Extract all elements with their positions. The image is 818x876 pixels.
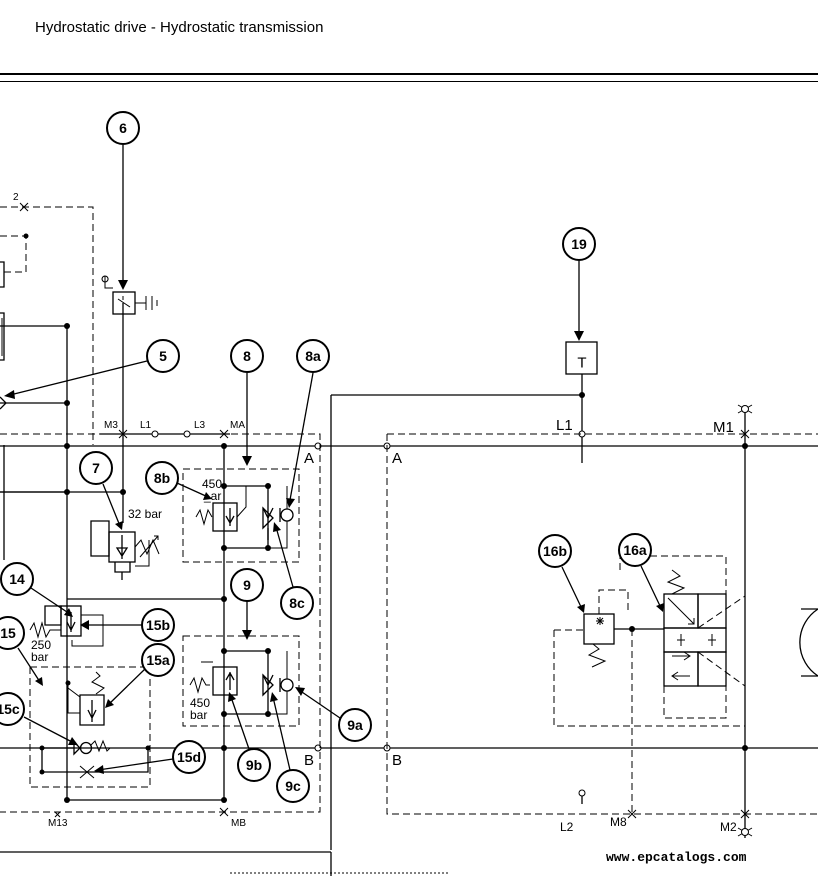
callout-8b: 8b	[145, 461, 212, 500]
valve-9-block	[182, 635, 300, 727]
valve-7-relief	[90, 520, 160, 580]
port-b-right-label: B	[392, 752, 402, 769]
port-m3-label: M3	[104, 420, 118, 431]
callout-14: 14	[0, 562, 73, 617]
callout-9b: 9b	[228, 692, 271, 782]
callout-9-label: 9	[243, 577, 251, 593]
header-rule-thick	[0, 73, 818, 75]
callout-16a-label: 16a	[623, 542, 647, 558]
valve-16a	[619, 555, 746, 719]
top-ports	[19, 202, 230, 439]
pressure-450-top-unit: _ar	[203, 489, 221, 503]
callout-9c-label: 9c	[285, 778, 301, 794]
callout-5: 5	[4, 339, 180, 399]
tank-t-label: T	[577, 355, 586, 372]
left-cutoff-circuit	[0, 206, 94, 560]
callout-8c-label: 8c	[289, 595, 305, 611]
port-mb-label: MB	[231, 818, 246, 829]
page-header: Hydrostatic drive - Hydrostatic transmis…	[0, 0, 818, 84]
callout-8a-label: 8a	[305, 348, 321, 364]
callout-15a: 15a	[105, 643, 175, 708]
callout-15b-label: 15b	[146, 617, 170, 633]
port-l1-label: L1	[556, 417, 573, 434]
callout-15b: 15b	[80, 608, 175, 642]
callout-8a: 8a	[286, 339, 330, 508]
port-l3-label: L3	[194, 420, 206, 431]
port-a-right-label: A	[392, 450, 402, 467]
port-m2-label: M2	[720, 820, 737, 834]
port-2-label: 2	[13, 192, 19, 203]
callout-8-label: 8	[243, 348, 251, 364]
callout-15c-label: 15c	[0, 701, 20, 717]
motor-circuit	[330, 341, 818, 850]
port-ma-label: MA	[230, 420, 245, 431]
callout-19: 19	[562, 227, 596, 341]
callout-15d-label: 15d	[177, 749, 201, 765]
valve-6-switch	[112, 291, 146, 315]
charge-lines	[0, 275, 227, 803]
callout-8c: 8c	[273, 522, 314, 620]
callout-15: 15	[0, 616, 43, 686]
pressure-32-bar: 32 bar	[128, 507, 162, 521]
pressure-250-unit: bar	[31, 650, 48, 664]
port-m13-label: M13	[48, 818, 68, 829]
callout-7-label: 7	[92, 460, 100, 476]
port-m1-label: M1	[713, 419, 734, 436]
callout-16b: 16b	[538, 534, 585, 613]
callout-7: 7	[79, 451, 123, 530]
page-title: Hydrostatic drive - Hydrostatic transmis…	[35, 19, 324, 36]
callout-9a: 9a	[295, 687, 372, 742]
mb-port-mark	[219, 807, 229, 817]
callout-15c: 15c	[0, 692, 78, 745]
hydraulic-schematic: 6 5 8 8a 8b 7 14 15 15b	[0, 111, 818, 876]
callout-5-label: 5	[159, 348, 167, 364]
pressure-250: 250	[31, 638, 51, 652]
callout-9c: 9c	[270, 692, 310, 803]
callout-16b-label: 16b	[543, 543, 567, 559]
port-m8-label: M8	[610, 815, 627, 829]
callout-8: 8	[230, 339, 264, 466]
bottom-box-edge	[0, 851, 332, 876]
callout-16a: 16a	[618, 533, 664, 612]
pressure-450-top: 450	[202, 477, 222, 491]
port-l1-small-label: L1	[140, 420, 152, 431]
callout-9a-label: 9a	[347, 717, 363, 733]
port-b-left-label: B	[304, 752, 314, 769]
valve-16b	[553, 589, 745, 727]
port-l2-label: L2	[560, 820, 574, 834]
watermark-text: www.epcatalogs.com	[606, 850, 747, 865]
callout-9: 9	[230, 568, 264, 640]
callout-6: 6	[106, 111, 140, 290]
pressure-450-bottom-unit: bar	[190, 708, 207, 722]
callout-9b-label: 9b	[246, 757, 262, 773]
callout-15a-label: 15a	[146, 652, 170, 668]
port-a-left-label: A	[304, 450, 314, 467]
callout-19-label: 19	[571, 236, 587, 252]
header-rule-thin	[0, 81, 818, 82]
callout-14-label: 14	[9, 571, 25, 587]
callout-8b-label: 8b	[154, 470, 170, 486]
callout-15-label: 15	[0, 625, 16, 641]
callout-6-label: 6	[119, 120, 127, 136]
pressure-450-bottom: 450	[190, 696, 210, 710]
valve-8-block	[182, 468, 300, 563]
callout-15d: 15d	[94, 740, 206, 774]
